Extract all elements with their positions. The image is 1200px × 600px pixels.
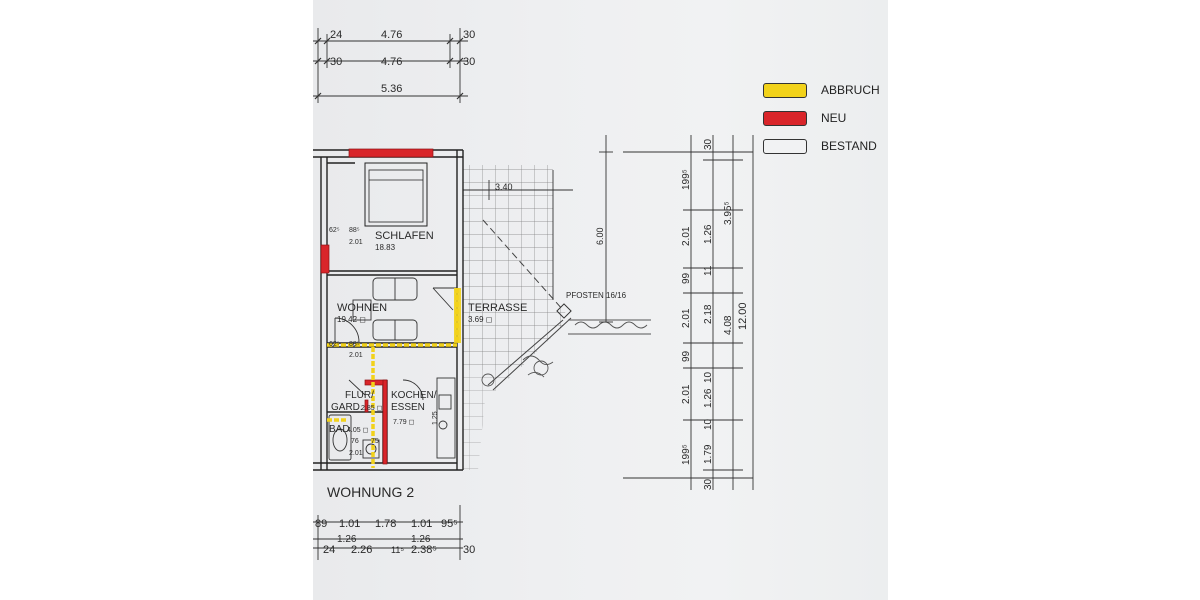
bottom-dim-row3-e: 30	[463, 544, 475, 556]
right-col2-i: 30	[703, 478, 714, 490]
right-col1-b: 2.01	[681, 226, 692, 246]
room-bad-name: BAD	[329, 424, 350, 435]
top-dim-row1-b: 4.76	[381, 29, 402, 41]
top-dim-ticks	[314, 37, 464, 100]
demolition-terrace-wall	[454, 288, 461, 343]
dim-small-b: 88⁵	[349, 227, 360, 234]
legend-label-abbruch: ABBRUCH	[821, 83, 880, 97]
right-col2-g: 10	[703, 418, 714, 430]
top-dim-row3: 5.36	[381, 83, 402, 95]
unit-title: WOHNUNG 2	[327, 484, 414, 500]
room-kochen-area: 7.79 ◻	[393, 419, 415, 426]
top-dim-row1-c: 30	[463, 29, 475, 41]
bottom-dim-row3-c: 11⁵	[391, 545, 404, 555]
dim-small-f: 2.01	[349, 352, 363, 359]
right-col3-b: 4.08	[723, 315, 734, 335]
right-col1-d: 2.01	[681, 308, 692, 328]
right-col2-d: 2.18	[703, 304, 714, 324]
dim-small-a: 62⁵	[329, 227, 340, 234]
bottom-dim-row1-b: 1.01	[339, 518, 360, 530]
dim-small-j: 1.25	[432, 411, 439, 425]
bottom-dim-row3-d: 2.38⁵	[411, 544, 437, 556]
bottom-dimensions	[313, 505, 463, 560]
right-col2-a: 30	[703, 138, 714, 150]
floor-plan-sheet: 24 4.76 30 30 4.76 30 5.36 3.40 6.00 PFO…	[313, 0, 888, 600]
room-kochen-name1: KOCHEN/	[391, 390, 437, 401]
top-dim-row2-b: 4.76	[381, 56, 402, 68]
bottom-dim-row2-b: 1.26	[411, 534, 431, 545]
floor-plan-drawing: 24 4.76 30 30 4.76 30 5.36 3.40 6.00 PFO…	[313, 28, 754, 560]
dim-small-i: 2.01	[349, 450, 363, 457]
legend-item-abbruch: ABBRUCH	[763, 76, 888, 104]
bottom-dim-row3-b: 2.26	[351, 544, 372, 556]
right-col1-c: 99	[681, 272, 692, 284]
room-wohnen-name: WOHNEN	[337, 302, 387, 314]
door-swings	[334, 287, 457, 401]
right-col1-g: 199⁵	[681, 444, 692, 465]
room-wohnen-area: 19.42 ◻	[337, 315, 366, 324]
bottom-dim-row1-a: 89	[315, 518, 327, 530]
right-dimensions	[623, 135, 754, 490]
top-dim-row2-c: 30	[463, 56, 475, 68]
legend-swatch-bestand	[763, 138, 807, 154]
right-col1-e: 99	[681, 350, 692, 362]
terrace-dimensions	[463, 135, 613, 323]
dim-small-d: 62⁵	[329, 341, 340, 348]
right-col2-b: 1.26	[703, 224, 714, 244]
legend-label-bestand: BESTAND	[821, 139, 877, 153]
legend-item-neu: NEU	[763, 104, 888, 132]
room-schlafen-name: SCHLAFEN	[375, 230, 434, 242]
room-terrasse-name: TERRASSE	[468, 302, 527, 314]
legend: ABBRUCH NEU BESTAND	[763, 76, 888, 160]
dim-small-c: 2.01	[349, 239, 363, 246]
room-schlafen-area: 18.83	[375, 243, 396, 252]
legend-label-neu: NEU	[821, 111, 847, 125]
bottom-dim-row2-a: 1.26	[337, 534, 357, 545]
top-dim-row2-a: 30	[330, 56, 342, 68]
room-kochen-name2: ESSEN	[391, 402, 425, 413]
dim-small-e: 88⁵	[349, 341, 360, 348]
terrace-paving	[463, 165, 651, 470]
right-col2-f: 1.26	[703, 388, 714, 408]
bottom-dim-row1-e: 95⁵	[441, 518, 458, 530]
room-terrasse-area: 3.69 ◻	[468, 315, 492, 324]
kitchen-furniture	[436, 377, 456, 459]
living-furniture	[352, 277, 418, 341]
room-flur-name2: GARD.	[331, 402, 363, 413]
posten-label: PFOSTEN 16/16	[566, 291, 627, 300]
bath-fixtures	[328, 414, 380, 461]
right-col1-f: 2.01	[681, 384, 692, 404]
new-walls	[320, 148, 434, 465]
dim-small-g: 76	[351, 438, 359, 445]
right-col2-h: 1.79	[703, 444, 714, 464]
right-total: 12.00	[737, 302, 749, 330]
right-col3-a: 3.95⁵	[723, 201, 734, 225]
bottom-dim-row1-c: 1.78	[375, 518, 396, 530]
top-dim-row1-a: 24	[330, 29, 342, 41]
legend-swatch-abbruch	[763, 82, 807, 98]
room-flur-area: 2.85 ◻	[361, 405, 383, 412]
bottom-dim-row1-d: 1.01	[411, 518, 432, 530]
legend-item-bestand: BESTAND	[763, 132, 888, 160]
terrace-depth-label: 6.00	[595, 227, 605, 245]
room-flur-name1: FLUR/	[345, 390, 374, 401]
right-col2-e: 10	[703, 371, 714, 383]
legend-swatch-neu	[763, 110, 807, 126]
dim-small-h: 75	[371, 438, 379, 445]
right-col1-a: 199⁵	[681, 169, 692, 190]
room-bad-area: 4.05 ◻	[347, 427, 369, 434]
bottom-dim-row3-a: 24	[323, 544, 335, 556]
terrace-width-label: 3.40	[495, 182, 513, 192]
right-col2-c: 11	[703, 265, 714, 276]
